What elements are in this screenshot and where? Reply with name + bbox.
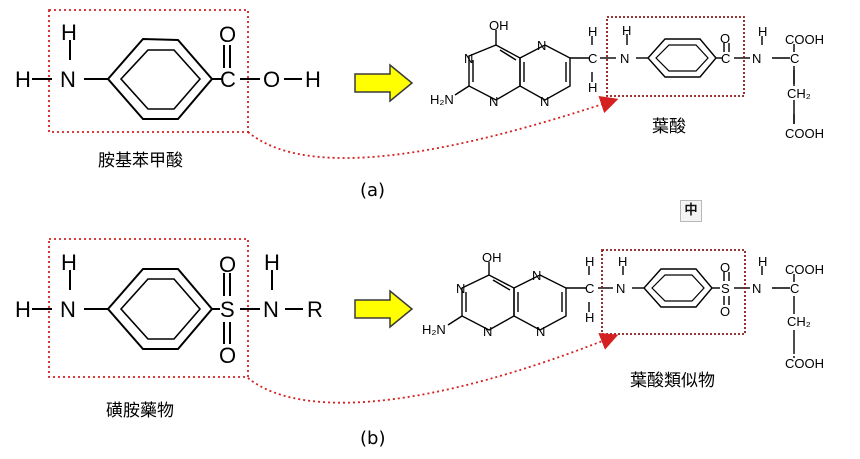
atom-c: C [220,67,236,92]
atom-h: H [61,250,77,275]
atom-oh: OH [482,250,502,265]
compound-name-folic-acid: 葉酸 [652,117,686,137]
compound-name-aminobenzoic-acid: 胺基苯甲酸 [98,151,183,171]
atom-h: H [758,24,767,39]
atom-n: N [752,51,761,66]
atom-h2n: H₂N [422,322,446,337]
atom-n: N [532,268,541,283]
atom-h: H [585,310,594,325]
atom-cooh: COOH [785,126,824,141]
atom-h2n: H₂N [430,92,454,107]
atom-cooh: COOH [785,356,824,371]
atom-n: N [263,297,279,322]
atom-h: H [622,23,631,38]
atom-oh: OH [489,18,509,33]
sulfonamide-structure [32,268,303,350]
language-badge[interactable]: 中 [680,200,702,222]
atom-s: S [220,297,235,322]
atom-h: H [588,24,597,39]
atom-h: H [618,254,627,269]
atom-n: N [616,281,625,296]
highlight-box [48,9,249,133]
atom-h: H [15,297,31,322]
atom-r: R [307,297,323,322]
atom-o: O [263,67,280,92]
atom-ch2: CH₂ [787,314,811,329]
atom-c: C [790,281,799,296]
highlight-box [48,238,249,378]
atom-o: O [720,304,730,319]
atom-c: C [588,51,597,66]
atom-c: C [790,51,799,66]
atom-c: C [585,281,594,296]
atom-h: H [61,20,77,45]
atom-s: S [721,281,730,296]
atom-h: H [305,67,321,92]
atom-n: N [536,324,545,339]
folic-acid-structure [454,30,795,124]
reaction-arrow [354,63,414,103]
highlight-box [601,249,746,335]
atom-n: N [489,94,498,109]
atom-o: O [720,31,730,46]
atom-n: N [60,297,76,322]
panel-label-a: (a) [360,180,386,201]
atom-h: H [15,67,31,92]
atom-ch2: CH₂ [787,86,811,101]
atom-o: O [219,252,236,277]
atom-n: N [464,51,473,66]
compound-name-sulfonamide: 磺胺藥物 [106,401,174,421]
atom-n: N [537,38,546,53]
atom-cooh: COOH [785,32,824,47]
atom-n: N [752,281,761,296]
compound-name-folic-acid-analogue: 葉酸類似物 [630,371,715,391]
atom-o: O [720,260,730,275]
reaction-arrow [354,289,414,329]
atom-c: C [721,51,730,66]
folic-acid-analogue-structure [447,262,795,354]
atom-n: N [620,51,629,66]
atom-h: H [588,80,597,95]
atom-h: H [264,250,280,275]
atom-o: O [219,343,236,368]
mapping-curve [247,332,619,404]
atom-n: N [60,67,76,92]
atom-cooh: COOH [785,262,824,277]
atom-n: N [483,324,492,339]
aminobenzoic-acid-structure [32,37,302,120]
atom-h: H [585,254,594,269]
mapping-curve [247,96,619,159]
highlight-box [606,16,745,97]
panel-label-b: (b) [360,428,386,449]
atom-o: O [219,22,236,47]
atom-n: N [540,94,549,109]
atom-n: N [456,281,465,296]
atom-h: H [758,254,767,269]
